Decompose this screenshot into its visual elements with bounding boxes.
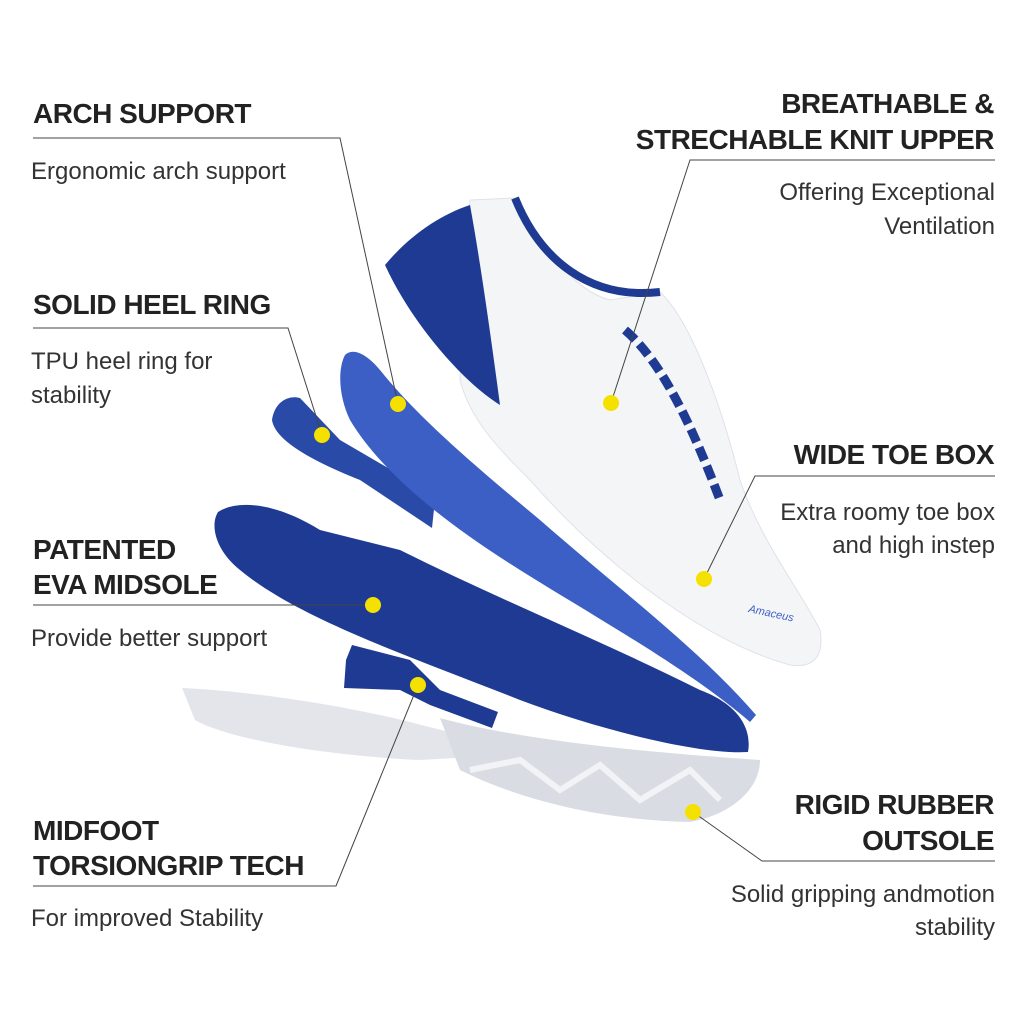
arch-support-desc: Ergonomic arch support [31, 158, 286, 185]
arch-insole [340, 351, 756, 722]
toe-box-desc-2: and high instep [832, 532, 995, 559]
collar [511, 196, 661, 297]
outsole-desc-2: stability [914, 914, 995, 941]
knit-upper [459, 197, 822, 667]
feature-dots [314, 395, 712, 820]
heel-ring-title: SOLID HEEL RING [33, 289, 271, 320]
midsole-desc: Provide better support [31, 625, 268, 652]
laces [622, 326, 725, 502]
heel-ring-desc-1: TPU heel ring for [31, 348, 213, 375]
toe-box-desc-1: Extra roomy toe box [780, 499, 995, 526]
torsiongrip-title-2: TORSIONGRIP TECH [33, 850, 305, 881]
knit-upper-title-1: BREATHABLE & [781, 88, 994, 119]
outsole-title-2: OUTSOLE [862, 825, 994, 856]
outsole-tread [469, 756, 723, 804]
heel-ring-desc-2: stability [31, 382, 112, 409]
eva-midsole [214, 504, 749, 753]
arch-support-title: ARCH SUPPORT [33, 98, 252, 129]
heel-counter [385, 205, 500, 405]
torsiongrip-desc: For improved Stability [31, 905, 264, 932]
toe-box-title: WIDE TOE BOX [793, 439, 995, 470]
midsole-title-2: EVA MIDSOLE [33, 569, 218, 600]
outsole-desc-1: Solid gripping andmotion [730, 881, 995, 908]
knit-upper-title-2: STRECHABLE KNIT UPPER [635, 124, 995, 155]
outsole-front [440, 718, 760, 822]
midsole-title-1: PATENTED [33, 534, 176, 565]
knit-upper-desc-1: Offering Exceptional [779, 179, 995, 206]
torsiongrip-title-1: MIDFOOT [33, 815, 159, 846]
knit-upper-desc-2: Ventilation [884, 213, 995, 240]
leader-lines [33, 137, 995, 887]
heel-ring [272, 397, 435, 528]
outsole-title-1: RIGID RUBBER [794, 789, 995, 820]
